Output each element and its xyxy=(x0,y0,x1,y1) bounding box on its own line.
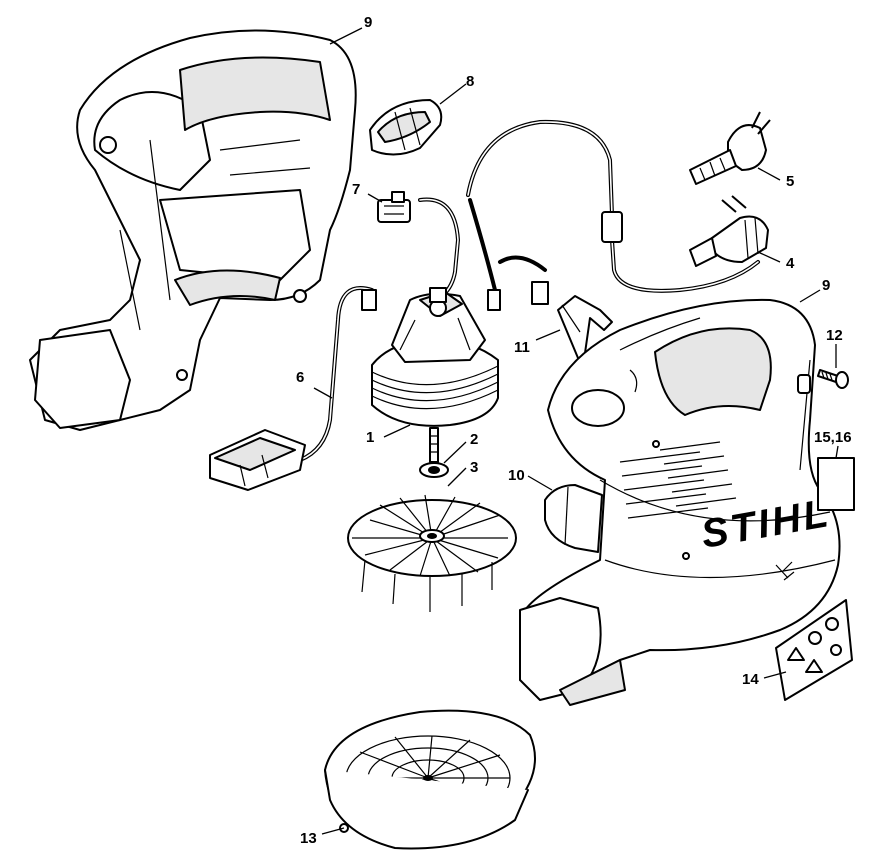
cable-clip xyxy=(209,429,306,491)
intake-grille xyxy=(324,709,536,850)
leader-9-left xyxy=(329,27,363,45)
fan-impeller xyxy=(347,494,517,612)
callout-9-right: 9 xyxy=(822,277,830,294)
power-plug-alt xyxy=(689,111,771,185)
callout-7: 7 xyxy=(352,181,360,198)
housing-shell-right: STIHL xyxy=(519,298,841,706)
callout-15-16: 15,16 xyxy=(814,429,852,446)
leader-1 xyxy=(383,424,411,438)
switch-button xyxy=(369,99,443,156)
motor xyxy=(371,287,499,463)
callout-2: 2 xyxy=(470,431,478,448)
leader-14 xyxy=(763,671,787,679)
leader-10 xyxy=(527,475,553,491)
callout-14: 14 xyxy=(742,671,759,688)
leader-2 xyxy=(443,441,467,464)
leader-15-16 xyxy=(835,445,839,459)
callout-5: 5 xyxy=(786,173,794,190)
leader-4 xyxy=(757,251,781,263)
rating-plate xyxy=(817,457,855,511)
power-plug xyxy=(689,195,769,267)
leader-11 xyxy=(535,329,561,341)
housing-shell-left xyxy=(29,29,357,431)
callout-6: 6 xyxy=(296,369,304,386)
callout-10: 10 xyxy=(508,467,525,484)
callout-3: 3 xyxy=(470,459,478,476)
leader-3 xyxy=(447,467,467,487)
wiring xyxy=(298,119,760,462)
leader-9-right xyxy=(799,289,821,303)
leader-5 xyxy=(757,167,781,181)
callout-labels: 1 2 3 4 5 6 7 8 9 9 10 11 12 13 14 15,16 xyxy=(296,14,852,847)
callout-11: 11 xyxy=(514,339,530,356)
leader-8 xyxy=(439,83,467,105)
screw xyxy=(817,369,849,389)
callout-12: 12 xyxy=(826,327,843,344)
callout-9-left: 9 xyxy=(364,14,372,31)
leader-lines xyxy=(313,27,839,835)
washer xyxy=(419,462,449,478)
warning-label xyxy=(775,599,853,701)
cooling-vents xyxy=(619,441,737,519)
callout-13: 13 xyxy=(300,830,317,847)
callout-4: 4 xyxy=(786,255,795,272)
switch xyxy=(377,191,411,223)
callout-8: 8 xyxy=(466,73,474,90)
air-guide xyxy=(544,484,603,553)
leader-7 xyxy=(367,193,383,203)
callout-1: 1 xyxy=(366,429,374,446)
leader-13 xyxy=(321,827,345,835)
leader-6 xyxy=(313,387,333,399)
